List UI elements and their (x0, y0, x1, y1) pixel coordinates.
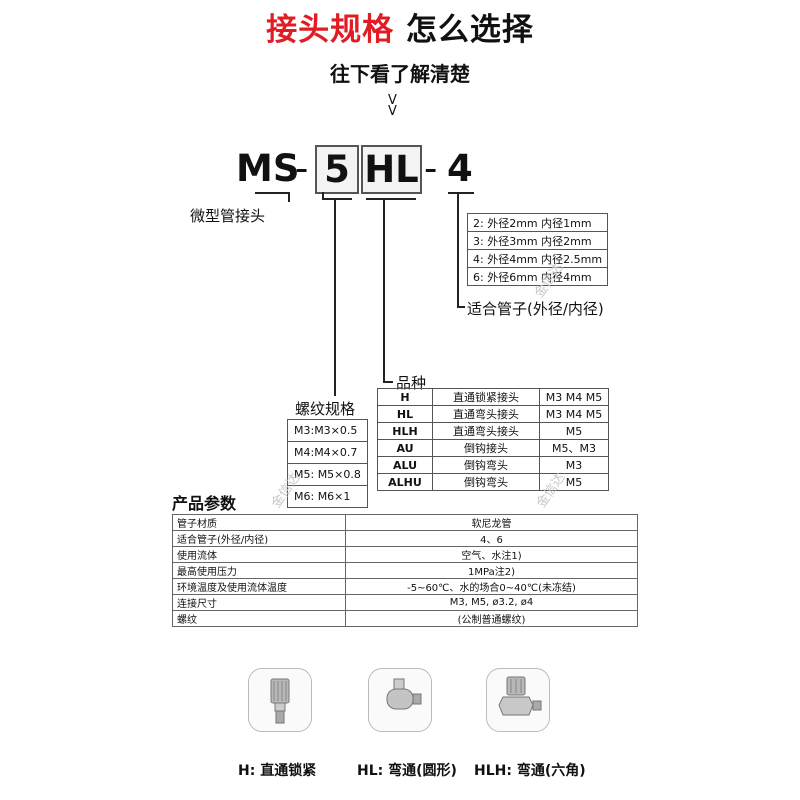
thread-row: M3:M3×0.5 (287, 419, 368, 442)
page-subtitle: 往下看了解清楚 (330, 62, 470, 86)
variety-code: ALU (377, 456, 433, 474)
straight-fitting-icon (270, 678, 290, 724)
param-key: 管子材质 (172, 514, 346, 531)
product-caption-hl: HL: 弯通(圆形) (357, 763, 457, 779)
tube-row: 2: 外径2mm 内径1mm (466, 213, 609, 232)
table-row: 螺纹(公制普通螺纹) (172, 610, 638, 627)
thread-row: M4:M4×0.7 (287, 441, 368, 464)
thread-row: M5: M5×0.8 (287, 463, 368, 486)
variety-thread: M3 M4 M5 (539, 388, 609, 406)
product-caption-h: H: 直通锁紧 (238, 763, 317, 779)
table-row: 使用流体空气、水注1) (172, 546, 638, 563)
param-value: 4、6 (345, 530, 638, 547)
param-key: 环境温度及使用流体温度 (172, 578, 346, 595)
variety-name: 倒钩接头 (432, 439, 540, 457)
param-value: -5~60℃、水的场合0~40℃(未冻结) (345, 578, 638, 595)
variety-name: 倒钩弯头 (432, 456, 540, 474)
param-value: 软尼龙管 (345, 514, 638, 531)
connector-line (334, 198, 336, 396)
tube-label: 适合管子(外径/内径) (467, 300, 604, 318)
variety-code-box: HL (361, 145, 422, 194)
connector-line (322, 192, 324, 200)
tube-row: 6: 外径6mm 内径4mm (466, 267, 609, 286)
variety-code: HL (377, 405, 433, 423)
elbow-round-fitting-icon (386, 678, 422, 710)
tube-row: 4: 外径4mm 内径2.5mm (466, 249, 609, 268)
thread-code-box: 5 (315, 145, 359, 194)
connector-line (366, 198, 416, 200)
connector-line (383, 381, 393, 383)
tube-code: 4 (447, 147, 473, 190)
variety-thread: M3 M4 M5 (539, 405, 609, 423)
model-prefix: MS (236, 147, 300, 190)
thread-row: M6: M6×1 (287, 485, 368, 508)
params-table: 管子材质软尼龙管 适合管子(外径/内径)4、6 使用流体空气、水注1) 最高使用… (172, 514, 638, 627)
product-photo-h (248, 668, 312, 732)
title-highlight: 接头规格 (266, 12, 395, 48)
model-dash: - (424, 147, 438, 190)
title-rest: 怎么选择 (405, 12, 534, 48)
connector-line (457, 192, 459, 308)
param-value: 空气、水注1) (345, 546, 638, 563)
connector-line (383, 198, 385, 383)
param-value: M3, M5, ø3.2, ø4 (345, 594, 638, 611)
param-key: 使用流体 (172, 546, 346, 563)
variety-name: 倒钩弯头 (432, 473, 540, 491)
param-key: 最高使用压力 (172, 562, 346, 579)
param-key: 螺纹 (172, 610, 346, 627)
variety-code: ALHU (377, 473, 433, 491)
variety-thread: M5 (539, 422, 609, 440)
variety-name: 直通弯头接头 (432, 405, 540, 423)
chevron-down-icon: V (388, 104, 397, 119)
connector-line (448, 192, 474, 194)
table-row: 环境温度及使用流体温度-5~60℃、水的场合0~40℃(未冻结) (172, 578, 638, 595)
thread-table: M3:M3×0.5 M4:M4×0.7 M5: M5×0.8 M6: M6×1 (287, 419, 368, 508)
variety-code: H (377, 388, 433, 406)
tube-table: 2: 外径2mm 内径1mm 3: 外径3mm 内径2mm 4: 外径4mm 内… (466, 213, 609, 286)
params-title: 产品参数 (172, 494, 237, 513)
param-value: (公制普通螺纹) (345, 610, 638, 627)
product-photo-hl (368, 668, 432, 732)
param-key: 连接尺寸 (172, 594, 346, 611)
param-value: 1MPa注2) (345, 562, 638, 579)
product-photo-hlh (486, 668, 550, 732)
table-row: 管子材质软尼龙管 (172, 514, 638, 531)
connector-line (255, 192, 289, 194)
prefix-label: 微型管接头 (190, 207, 266, 225)
variety-code: HLH (377, 422, 433, 440)
model-dash: - (295, 147, 309, 190)
variety-name: 直通锁紧接头 (432, 388, 540, 406)
connector-line (322, 198, 352, 200)
variety-label: 品种 (396, 374, 427, 392)
tube-row: 3: 外径3mm 内径2mm (466, 231, 609, 250)
variety-thread: M5 (539, 473, 609, 491)
variety-thread: M5、M3 (539, 439, 609, 457)
variety-code: AU (377, 439, 433, 457)
connector-line (288, 192, 290, 202)
table-row: 适合管子(外径/内径)4、6 (172, 530, 638, 547)
param-key: 适合管子(外径/内径) (172, 530, 346, 547)
product-caption-hlh: HLH: 弯通(六角) (474, 763, 586, 779)
chevron-down-icon: V (388, 93, 397, 108)
thread-label: 螺纹规格 (295, 400, 356, 418)
page-title: 接头规格 怎么选择 (0, 4, 800, 49)
elbow-hex-fitting-icon (498, 676, 542, 716)
connector-line (457, 306, 465, 308)
variety-name: 直通弯头接头 (432, 422, 540, 440)
